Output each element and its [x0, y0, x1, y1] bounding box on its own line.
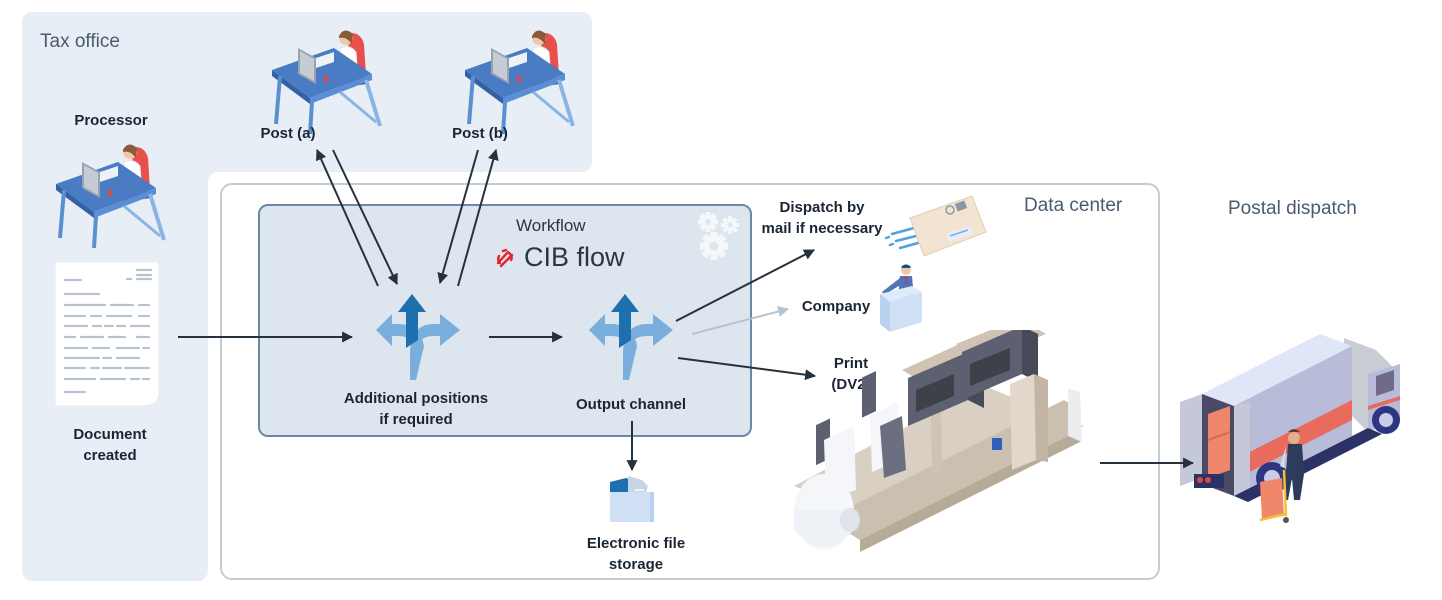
dispatch-line2: mail if necessary: [761, 220, 883, 237]
processor-label: Processor: [74, 112, 148, 129]
print-line1: Print: [833, 355, 869, 372]
tax-office-title: Tax office: [40, 31, 120, 52]
additional-positions-line1: Additional positions: [343, 390, 489, 407]
document-label-line1: Document: [73, 426, 147, 443]
dispatch-line1: Dispatch by: [779, 199, 865, 216]
data-center-box: [220, 183, 1160, 580]
storage-line2: storage: [608, 556, 664, 573]
company-label: Company: [801, 298, 871, 315]
cib-flow-name: CIB flow: [524, 242, 625, 272]
post-a-label: Post (a): [260, 125, 316, 142]
industrial-printer-icon: [784, 318, 1084, 565]
storage-line1: Electronic file: [586, 535, 686, 552]
additional-positions-label: Additional positions if required: [330, 388, 502, 430]
post-a-workstation-icon: [270, 26, 385, 141]
processor-workstation-icon: [54, 140, 169, 255]
postal-dispatch-title: Postal dispatch: [1228, 198, 1357, 219]
folder-icon: [606, 474, 658, 529]
print-line2: (DV2): [831, 376, 871, 393]
split-arrow-icon-output: [589, 292, 679, 387]
document-created-label: Document created: [50, 424, 170, 466]
post-b-label: Post (b): [452, 125, 508, 142]
envelope-icon: [880, 192, 990, 269]
dispatch-by-mail-label: Dispatch by mail if necessary: [752, 197, 892, 239]
delivery-truck-icon: [1172, 310, 1412, 535]
split-arrow-icon-additional: [376, 292, 466, 387]
workflow-title: Workflow: [516, 216, 586, 235]
document-label-line2: created: [83, 447, 137, 464]
cib-flow-logo: CIB flow: [494, 242, 625, 273]
electronic-storage-label: Electronic file storage: [566, 533, 706, 575]
gears-icon: [698, 212, 739, 260]
data-center-title: Data center: [1024, 195, 1123, 216]
print-label: Print (DV2): [818, 353, 884, 395]
company-counter-icon: [876, 262, 926, 339]
cib-logo-icon: [496, 248, 514, 267]
output-channel-label: Output channel: [576, 396, 686, 413]
post-b-workstation-icon: [463, 26, 578, 141]
document-icon: [54, 261, 161, 413]
additional-positions-line2: if required: [379, 411, 453, 428]
